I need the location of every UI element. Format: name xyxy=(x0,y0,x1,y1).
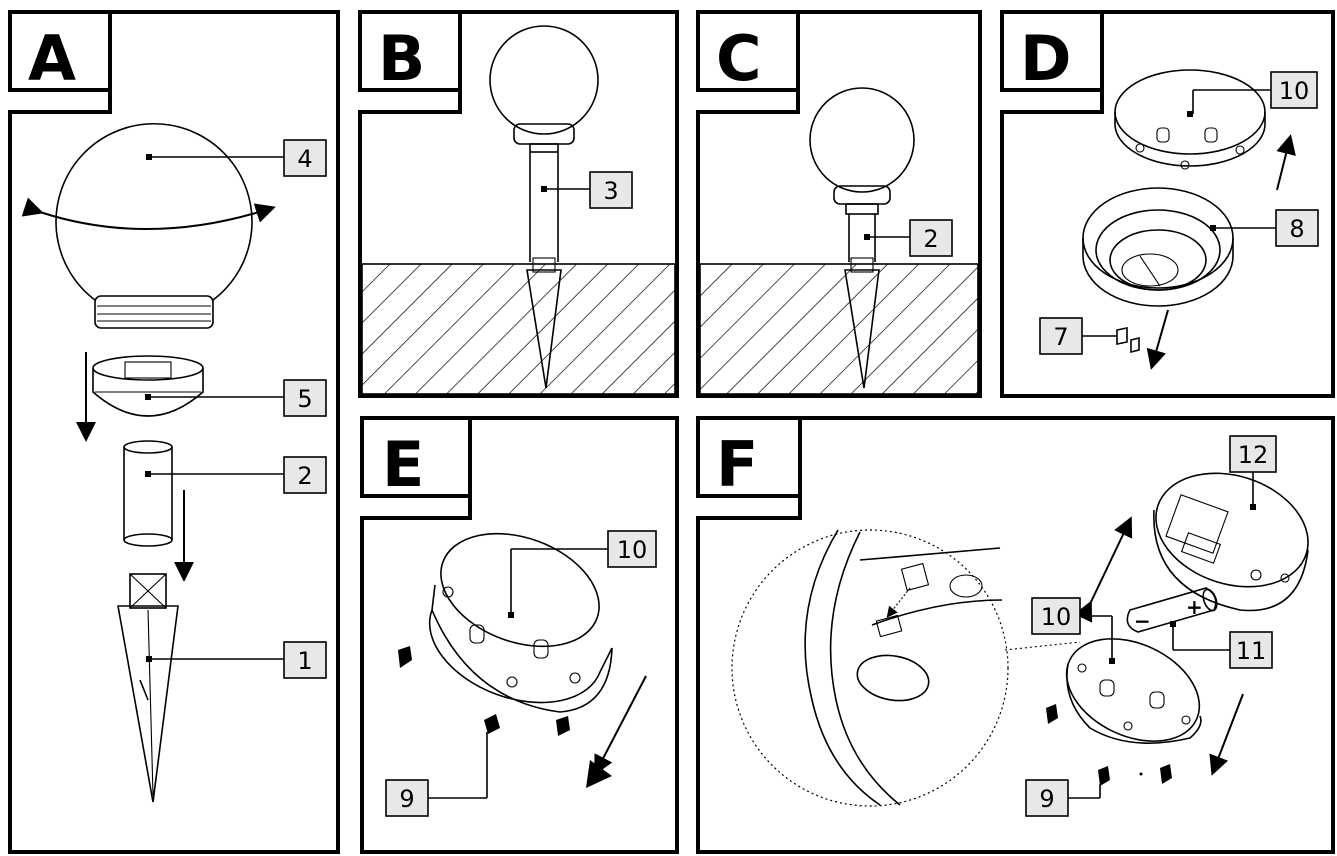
panel-b: B 3 xyxy=(358,10,679,398)
panel-d: D 10 xyxy=(1000,10,1335,398)
label-a-1: 1 xyxy=(297,647,312,675)
battery-shape: − + xyxy=(1126,587,1218,633)
globe-shape xyxy=(21,122,276,329)
label-c-2: 2 xyxy=(923,225,938,253)
label-a-4: 4 xyxy=(297,145,312,173)
spike-shape xyxy=(117,573,179,803)
panel-c: C 2 xyxy=(696,10,982,398)
housing-open-shape xyxy=(1153,472,1309,612)
panel-d-letter: D xyxy=(1020,22,1071,95)
label-e-9: 9 xyxy=(399,785,414,813)
label-a-5: 5 xyxy=(297,385,312,413)
label-b-3: 3 xyxy=(603,177,618,205)
detail-circle xyxy=(731,529,1081,807)
panel-b-letter: B xyxy=(378,22,425,95)
panel-c-letter: C xyxy=(716,22,762,95)
panel-e-letter: E xyxy=(382,428,424,501)
label-f-12: 12 xyxy=(1238,441,1269,469)
housing-shape xyxy=(1082,187,1234,307)
screws-shape xyxy=(398,646,570,736)
label-d-8: 8 xyxy=(1289,215,1304,243)
lid-large-shape xyxy=(428,532,613,713)
tube-shape xyxy=(123,440,173,547)
lid-small-shape xyxy=(1065,638,1202,744)
battery-minus-sign: − xyxy=(1134,609,1151,633)
panel-e: E 10 9 xyxy=(360,416,679,854)
label-f-11: 11 xyxy=(1236,637,1267,665)
label-a-2: 2 xyxy=(297,462,312,490)
panel-a: A xyxy=(8,10,340,854)
lid-shape xyxy=(1114,69,1266,170)
ground-hatch xyxy=(699,263,979,395)
ground-hatch xyxy=(361,263,676,395)
label-f-9: 9 xyxy=(1039,785,1054,813)
cap-shape xyxy=(92,355,204,417)
battery-plus-sign: + xyxy=(1186,595,1203,619)
panel-f: F − + xyxy=(696,416,1335,854)
lamp-installed-short xyxy=(809,87,915,389)
label-f-10: 10 xyxy=(1041,603,1072,631)
panel-f-letter: F xyxy=(716,428,758,501)
panel-a-letter: A xyxy=(28,22,76,95)
lamp-installed xyxy=(489,25,599,389)
label-e-10: 10 xyxy=(617,536,648,564)
screws-shape xyxy=(1046,704,1172,786)
screws-shape xyxy=(1116,327,1140,354)
label-d-7: 7 xyxy=(1053,323,1068,351)
label-d-10: 10 xyxy=(1279,77,1310,105)
